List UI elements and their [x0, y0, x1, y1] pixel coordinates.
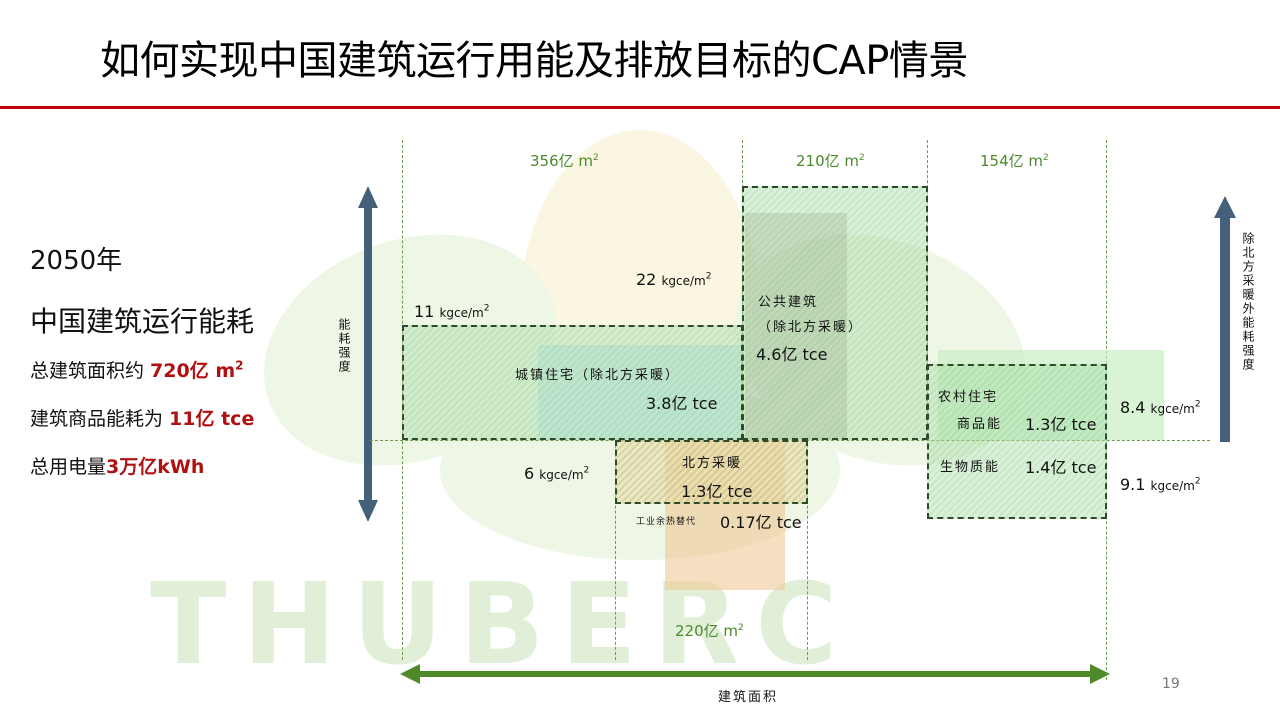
electricity-value: 3万亿kWh: [106, 456, 205, 478]
public-total: 4.6亿 tce: [756, 345, 828, 364]
right-axis-label: 除北方采暖外能耗强度: [1241, 232, 1255, 372]
rural-biomass-total: 1.4亿 tce: [1025, 458, 1097, 477]
northern-heating-block: [615, 440, 808, 504]
public-building-block: [742, 186, 928, 440]
urban-area-label: 356亿 m2: [530, 152, 599, 170]
year-label: 2050年: [30, 246, 123, 276]
y-axis-label: 能耗强度: [337, 318, 351, 374]
energy-heading: 中国建筑运行能耗: [30, 305, 255, 338]
urban-residential-fill: [538, 345, 742, 440]
heating-intensity-label: 6 kgce/m2: [524, 464, 590, 483]
page-number: 19: [1162, 676, 1180, 692]
guide-line-5: [615, 440, 616, 660]
commercial-energy-value: 11亿 tce: [169, 408, 255, 430]
waste-heat-label: 工业余热替代: [636, 517, 697, 527]
urban-total: 3.8亿 tce: [646, 394, 718, 413]
intensity-axis-arrow: [358, 186, 378, 522]
total-area-line: 总建筑面积约 720亿 m2: [30, 356, 243, 383]
title-underline: [0, 106, 1280, 109]
non-heating-intensity-arrow: [1214, 196, 1236, 442]
electricity-line: 总用电量3万亿kWh: [30, 452, 204, 479]
total-area-prefix: 总建筑面积约: [30, 360, 151, 382]
public-area-label: 210亿 m2: [796, 152, 865, 170]
urban-residential-block: [402, 325, 743, 440]
rural-residential-block: [927, 364, 1107, 519]
commercial-energy-prefix: 建筑商品能耗为: [30, 408, 170, 430]
area-axis-arrow: [400, 664, 1110, 684]
urban-intensity-label: 11 kgce/m2: [414, 302, 490, 321]
rural-commercial-total: 1.3亿 tce: [1025, 415, 1097, 434]
heating-area-label: 220亿 m2: [675, 622, 744, 640]
commercial-energy-line: 建筑商品能耗为 11亿 tce: [30, 404, 254, 431]
public-intensity-label: 22 kgce/m2: [636, 270, 712, 289]
total-area-value: 720亿 m2: [150, 358, 244, 382]
public-name-line1: 公共建筑: [758, 295, 819, 310]
rural-area-label: 154亿 m2: [980, 152, 1049, 170]
rural-name: 农村住宅: [938, 390, 999, 405]
urban-name: 城镇住宅（除北方采暖）: [515, 368, 681, 383]
public-name-line2: （除北方采暖）: [758, 320, 864, 335]
public-building-fill: [745, 213, 847, 440]
heating-name: 北方采暖: [682, 456, 743, 471]
heating-total: 1.3亿 tce: [681, 482, 753, 501]
slide-title: 如何实现中国建筑运行用能及排放目标的CAP情景: [100, 38, 968, 84]
waste-heat-total: 0.17亿 tce: [720, 513, 802, 532]
guide-line-6: [807, 440, 808, 660]
rural-biomass-intensity-label: 9.1 kgce/m2: [1120, 475, 1201, 494]
rural-commercial-label: 商品能: [957, 417, 1003, 432]
rural-commercial-intensity-label: 8.4 kgce/m2: [1120, 398, 1201, 417]
electricity-prefix: 总用电量: [30, 456, 107, 478]
rural-biomass-label: 生物质能: [940, 460, 1001, 475]
x-axis-label: 建筑面积: [718, 690, 779, 705]
